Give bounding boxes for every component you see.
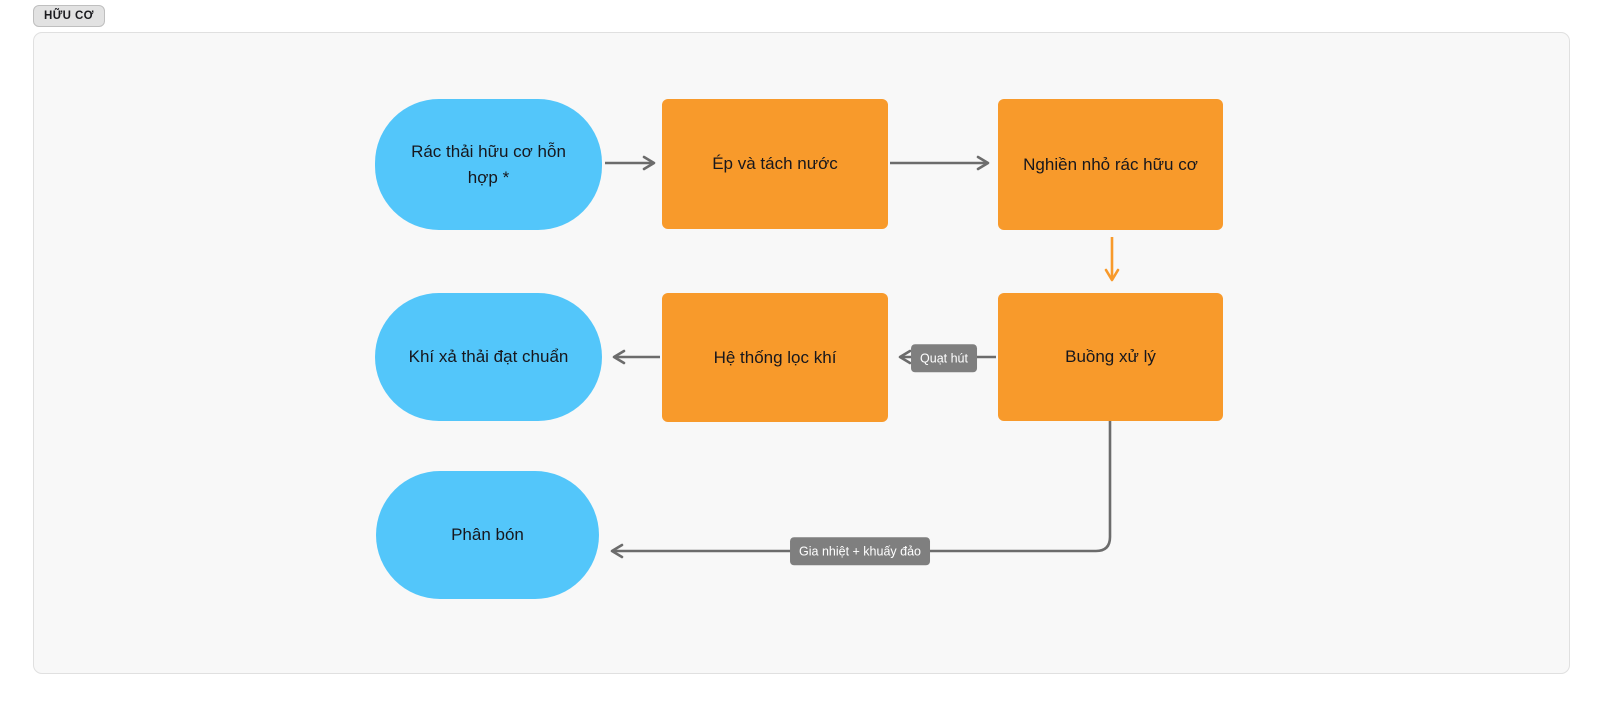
node-label: Ép và tách nước (712, 154, 838, 174)
node-press-dewater[interactable]: Ép và tách nước (662, 99, 888, 229)
edge-label-gia-nhiet-khuay-dao[interactable]: Gia nhiệt + khuấy đảo (790, 537, 930, 565)
node-label: Hệ thống lọc khí (713, 347, 837, 367)
node-air-filter[interactable]: Hệ thống lọc khí (662, 293, 888, 422)
edge-label-quat-hut[interactable]: Quạt hút (911, 344, 977, 372)
node-clean-exhaust[interactable]: Khí xả thải đạt chuẩn (375, 293, 602, 421)
node-label: Khí xả thải đạt chuẩn (408, 347, 569, 367)
node-label: Nghiền nhỏ rác hữu cơ (1023, 154, 1198, 174)
node-label: Rác thải hữu cơ hỗn hợp * (411, 142, 566, 187)
node-input-waste[interactable]: Rác thải hữu cơ hỗn hợp * (375, 99, 602, 230)
group-label-badge[interactable]: HỮU CƠ (33, 5, 105, 27)
node-treatment-chamber[interactable]: Buồng xử lý (998, 293, 1223, 421)
node-label: Buồng xử lý (1065, 347, 1156, 367)
node-label: Phân bón (451, 525, 524, 545)
node-shred[interactable]: Nghiền nhỏ rác hữu cơ (998, 99, 1223, 230)
node-fertilizer[interactable]: Phân bón (376, 471, 599, 599)
